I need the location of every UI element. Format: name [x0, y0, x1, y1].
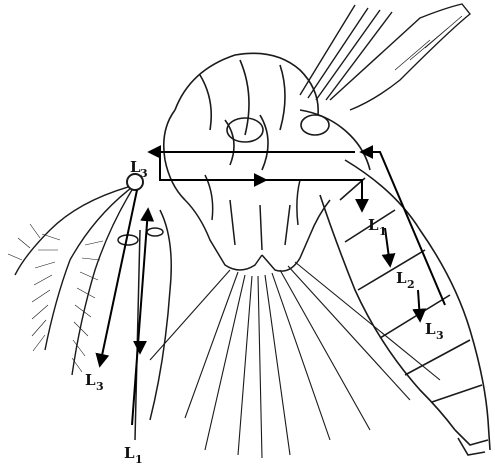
- label-l1-bottom: L 1: [124, 444, 143, 466]
- svg-text:L: L: [368, 216, 379, 234]
- svg-text:1: 1: [135, 453, 143, 466]
- label-l2-right: L 2: [396, 269, 415, 291]
- label-l3-right: L 3: [425, 320, 444, 342]
- label-l1-right: L 1: [368, 216, 387, 238]
- coxae-region: [185, 175, 330, 271]
- svg-text:L: L: [124, 444, 135, 462]
- svg-text:L: L: [396, 269, 407, 287]
- abdomen: [320, 160, 490, 455]
- svg-text:3: 3: [436, 329, 444, 342]
- head-thorax: [164, 53, 370, 200]
- svg-text:2: 2: [407, 278, 415, 291]
- svg-text:3: 3: [140, 167, 148, 180]
- label-l3-left: L 3: [85, 371, 104, 393]
- upper-right-appendage: [300, 4, 470, 110]
- svg-text:1: 1: [379, 225, 387, 238]
- flow-arrows: [100, 152, 445, 425]
- svg-text:3: 3: [96, 380, 104, 393]
- svg-text:L: L: [425, 320, 436, 338]
- svg-text:L: L: [85, 371, 96, 389]
- antenna-bristles: [8, 224, 103, 372]
